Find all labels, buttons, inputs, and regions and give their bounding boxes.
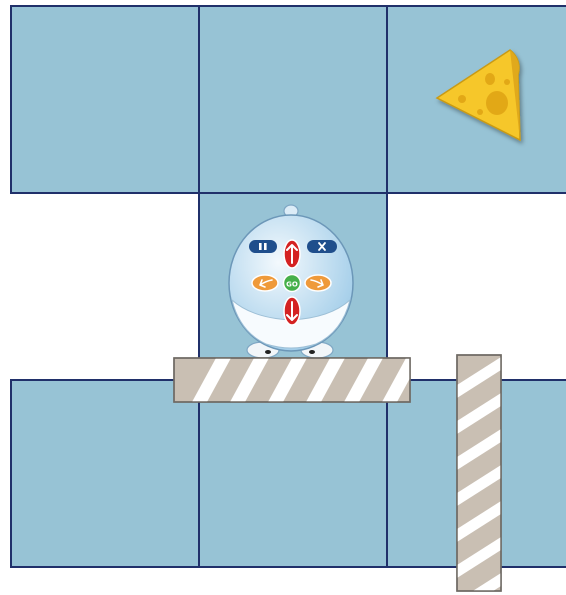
grid-tile-r3c1 (11, 380, 199, 567)
barrier-wall-vertical[interactable] (457, 355, 501, 595)
clear-icon[interactable] (307, 240, 337, 253)
barrier-wall-horizontal[interactable] (174, 358, 421, 402)
grid-tile-r1c2 (199, 6, 387, 193)
grid-tile-r1c1 (11, 6, 199, 193)
arrow-up-icon[interactable] (284, 240, 300, 268)
arrow-down-icon[interactable] (284, 297, 300, 325)
grid-tile-r3c2 (199, 380, 387, 567)
turn-right-icon[interactable] (305, 275, 331, 291)
go-icon[interactable]: GO (284, 275, 301, 292)
svg-text:GO: GO (286, 281, 298, 289)
turn-left-icon[interactable] (252, 275, 278, 291)
pause-icon[interactable] (249, 240, 277, 253)
